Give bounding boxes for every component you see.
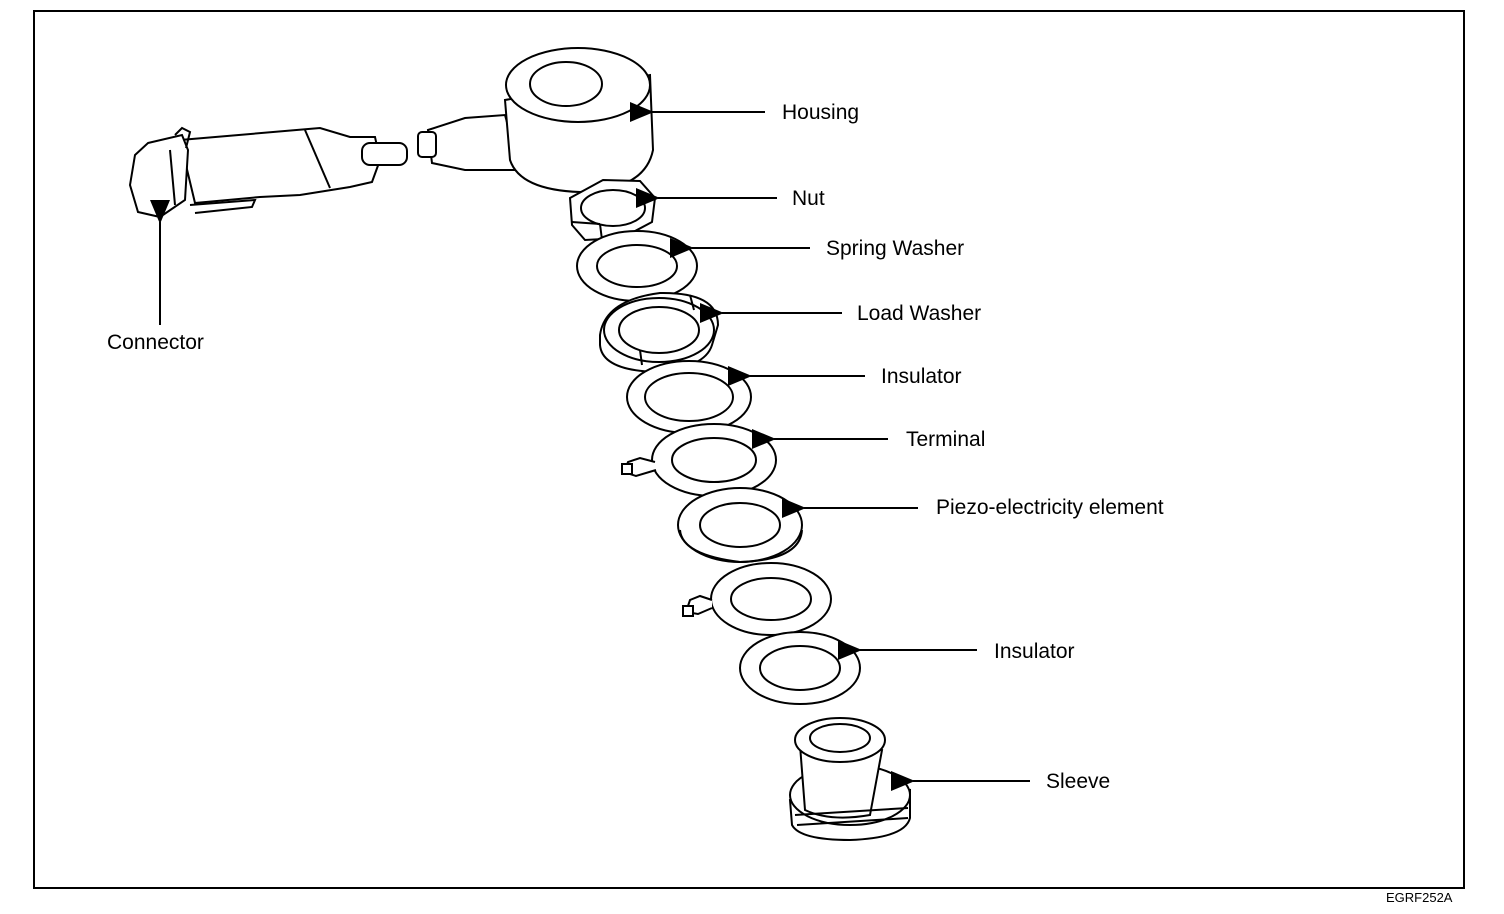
connector-part	[128, 126, 408, 219]
spring-washer-part	[576, 230, 698, 302]
label-housing: Housing	[782, 101, 860, 124]
housing-part	[417, 47, 655, 194]
load-washer-part	[599, 291, 720, 374]
insulator-bottom-part	[739, 631, 861, 705]
terminal-part	[621, 423, 777, 497]
lower-terminal-part	[682, 562, 832, 636]
sleeve-part	[788, 717, 911, 842]
figure-code: EGRF252A	[1386, 890, 1453, 905]
label-connector: Connector	[107, 331, 204, 354]
label-load-washer: Load Washer	[857, 302, 982, 325]
label-insulator-top: Insulator	[881, 365, 962, 388]
insulator-top-part	[626, 360, 752, 434]
label-nut: Nut	[792, 187, 825, 210]
label-insulator-bottom: Insulator	[994, 640, 1075, 663]
diagram-frame	[33, 10, 1465, 889]
label-spring-washer: Spring Washer	[826, 237, 965, 260]
piezo-element-part	[677, 487, 803, 564]
label-piezo: Piezo-electricity element	[936, 496, 1164, 519]
label-terminal: Terminal	[906, 428, 986, 451]
label-sleeve: Sleeve	[1046, 770, 1111, 793]
